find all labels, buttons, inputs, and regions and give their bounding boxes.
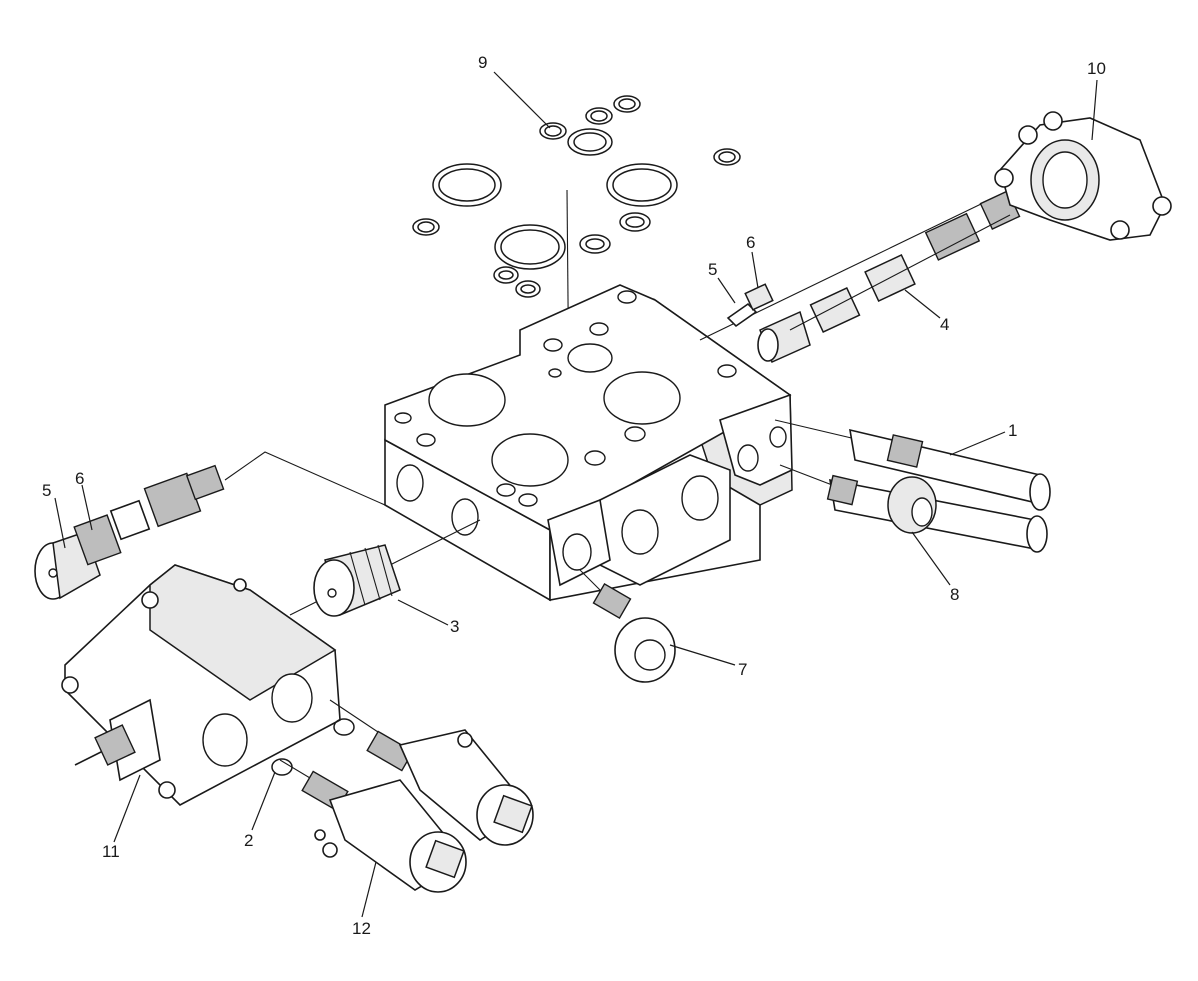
callout-11: 11 — [102, 842, 120, 861]
solenoid-valve-housing — [61, 564, 341, 806]
callout-10: 10 — [1087, 59, 1106, 78]
end-cap — [994, 111, 1172, 241]
callout-5-left: 5 — [42, 481, 51, 500]
o-ring-set — [412, 95, 741, 298]
leader-lines — [54, 71, 1098, 918]
callout-7: 7 — [738, 660, 747, 679]
callout-1: 1 — [1008, 421, 1017, 440]
spool-assembly — [699, 189, 1021, 364]
callout-6-upper: 6 — [746, 233, 755, 252]
callout-2: 2 — [244, 831, 253, 850]
hex-socket-plug — [579, 569, 676, 683]
piston — [289, 519, 481, 617]
callout-3: 3 — [450, 617, 459, 636]
solenoid-cartridges — [774, 419, 1051, 553]
callout-5-upper: 5 — [708, 260, 717, 279]
callout-8: 8 — [950, 585, 959, 604]
plug-and-seal-upper — [726, 283, 774, 328]
callout-6-left: 6 — [75, 469, 84, 488]
solenoid-coils — [279, 699, 534, 893]
left-spool — [34, 451, 386, 600]
valve-body — [384, 284, 793, 602]
callout-12: 12 — [352, 919, 371, 938]
callout-4: 4 — [940, 315, 949, 334]
callout-9: 9 — [478, 53, 487, 72]
callout-labels: 1 2 3 4 5 5 6 6 7 8 9 10 11 12 — [42, 53, 1106, 938]
